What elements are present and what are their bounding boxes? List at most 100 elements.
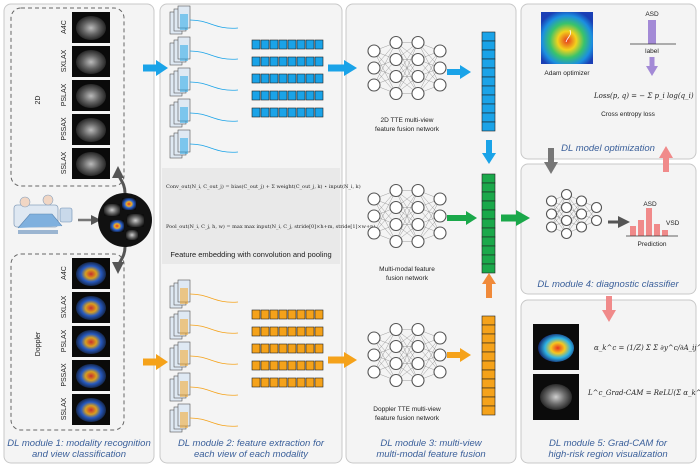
view2d-view-label-0: A4C [61,20,68,34]
group-2d-box [10,7,125,187]
module3-caption-line1: DL module 3: multi-view [380,438,482,449]
feat2d-cell-0-6 [305,39,315,50]
featdop-cell-1-5 [296,326,306,337]
feat2d-cell-3-3 [278,90,288,101]
net4-node-3-1 [590,214,603,227]
prediction-label: Prediction [638,241,667,248]
vecgreen-cell-7 [481,236,496,247]
net1-node-3-1 [433,61,447,75]
feat2d-cell-2-1 [260,73,270,84]
feat2d-cell-2-6 [305,73,315,84]
net4-node-1-0 [560,188,573,201]
vecgreen-cell-10 [481,263,496,274]
formula-box [162,168,340,264]
vecgreen-cell-3 [481,200,496,211]
vecorange-cell-8 [481,387,496,398]
net3-node-1-1 [389,339,403,354]
net3-node-0-2 [367,365,381,379]
pool-formula: Pool_out(N_i, C_j, h, w) = max max input… [166,223,375,230]
prediction-bars [626,208,678,237]
feat2d-cell-1-6 [305,56,315,67]
feat2d-cell-3-7 [314,90,324,101]
conv-stacks-doppler [169,279,239,433]
module2-caption-line2: each view of each modality [194,449,309,460]
alpha-formula: α_k^c = (1/Z) Σ Σ ∂y^c/∂A_ij^k [594,344,700,352]
net2-node-0-1 [367,209,381,223]
net3-node-0-1 [367,348,381,362]
view2d-view-label-4: SSLAX [61,151,68,174]
net2-node-2-3 [411,234,425,249]
loss-label: Cross entropy loss [601,111,656,118]
net3-node-2-1 [411,339,425,354]
classifier-net [545,188,603,240]
net4-node-2-1 [575,208,588,220]
vecblue-cell-9 [481,112,496,123]
gradcam-formula: L^c_Grad-CAM = ReLU(Σ α_k^c A^k) [587,389,700,397]
vecgreen-cell-4 [481,209,496,220]
net1-node-0-2 [367,78,381,92]
net1-node-0-1 [367,61,381,75]
net4-node-2-0 [575,195,588,207]
net1-node-2-2 [411,69,425,84]
module3-panel [345,3,517,464]
net2-node-1-1 [389,200,403,215]
featdop-cell-4-5 [296,377,306,388]
featdop-cell-0-2 [269,309,279,320]
vecgreen-cell-9 [481,254,496,265]
featdop-cell-0-3 [278,309,288,320]
feat2d-cell-0-2 [269,39,279,50]
feat2d-cell-0-3 [278,39,288,50]
vecgreen-cell-6 [481,227,496,238]
feat2d-cell-4-0 [251,107,261,118]
net-top-label-line1: 2D TTE multi-view [381,117,434,124]
featdop-cell-3-0 [251,360,261,371]
net-mid-label-line2: fusion network [386,275,429,282]
group-2d-label: 2D [35,96,42,105]
net1-node-1-0 [389,35,403,50]
feat2d-cell-4-3 [278,107,288,118]
view2d-view-label-3: PSSAX [61,117,68,141]
featdop-cell-1-1 [260,326,270,337]
pred-bar-3 [654,224,660,236]
featdop-cell-4-7 [314,377,324,388]
featdop-cell-4-1 [260,377,270,388]
feat2d-cell-4-5 [296,107,306,118]
arrow-montage-to-doppler [112,246,127,274]
net2-node-3-2 [433,226,447,240]
featdop-cell-1-3 [278,326,288,337]
vecorange-cell-0 [481,315,496,326]
feat2d-cell-3-2 [269,90,279,101]
view2d-view-label-2: PSLAX [61,83,68,106]
net4-node-2-2 [575,221,588,233]
net4-node-1-2 [560,214,573,227]
vecgreen-cell-1 [481,182,496,193]
featdop-cell-1-2 [269,326,279,337]
net4-node-0-2 [545,221,558,233]
module1-caption-line2: and view classification [32,449,126,460]
viewdop-view-label-3: PSSAX [61,363,68,387]
vecorange-cell-9 [481,396,496,407]
feat2d-cell-2-3 [278,73,288,84]
feature-vectors-2d [251,39,324,118]
featdop-cell-2-2 [269,343,279,354]
featdop-cell-2-7 [314,343,324,354]
net2-node-3-0 [433,192,447,206]
vecorange-cell-4 [481,351,496,362]
net3-node-2-2 [411,356,425,371]
vecblue-cell-7 [481,94,496,105]
net-bot-label-line1: Doppler TTE multi-view [373,406,441,413]
vecorange-cell-2 [481,333,496,344]
vecblue-cell-8 [481,103,496,114]
embedding-label: Feature embedding with convolution and p… [170,250,331,259]
vecblue-cell-4 [481,67,496,78]
net-doppler-fusion [367,322,447,388]
module4-caption: DL module 4: diagnostic classifier [537,279,679,290]
feat2d-cell-2-0 [251,73,261,84]
arrow-doppler-to-module3-head [344,352,357,368]
feat2d-cell-0-4 [287,39,297,50]
featdop-cell-2-3 [278,343,288,354]
feature-vectors-doppler [251,309,324,388]
net2-node-2-0 [411,183,425,198]
